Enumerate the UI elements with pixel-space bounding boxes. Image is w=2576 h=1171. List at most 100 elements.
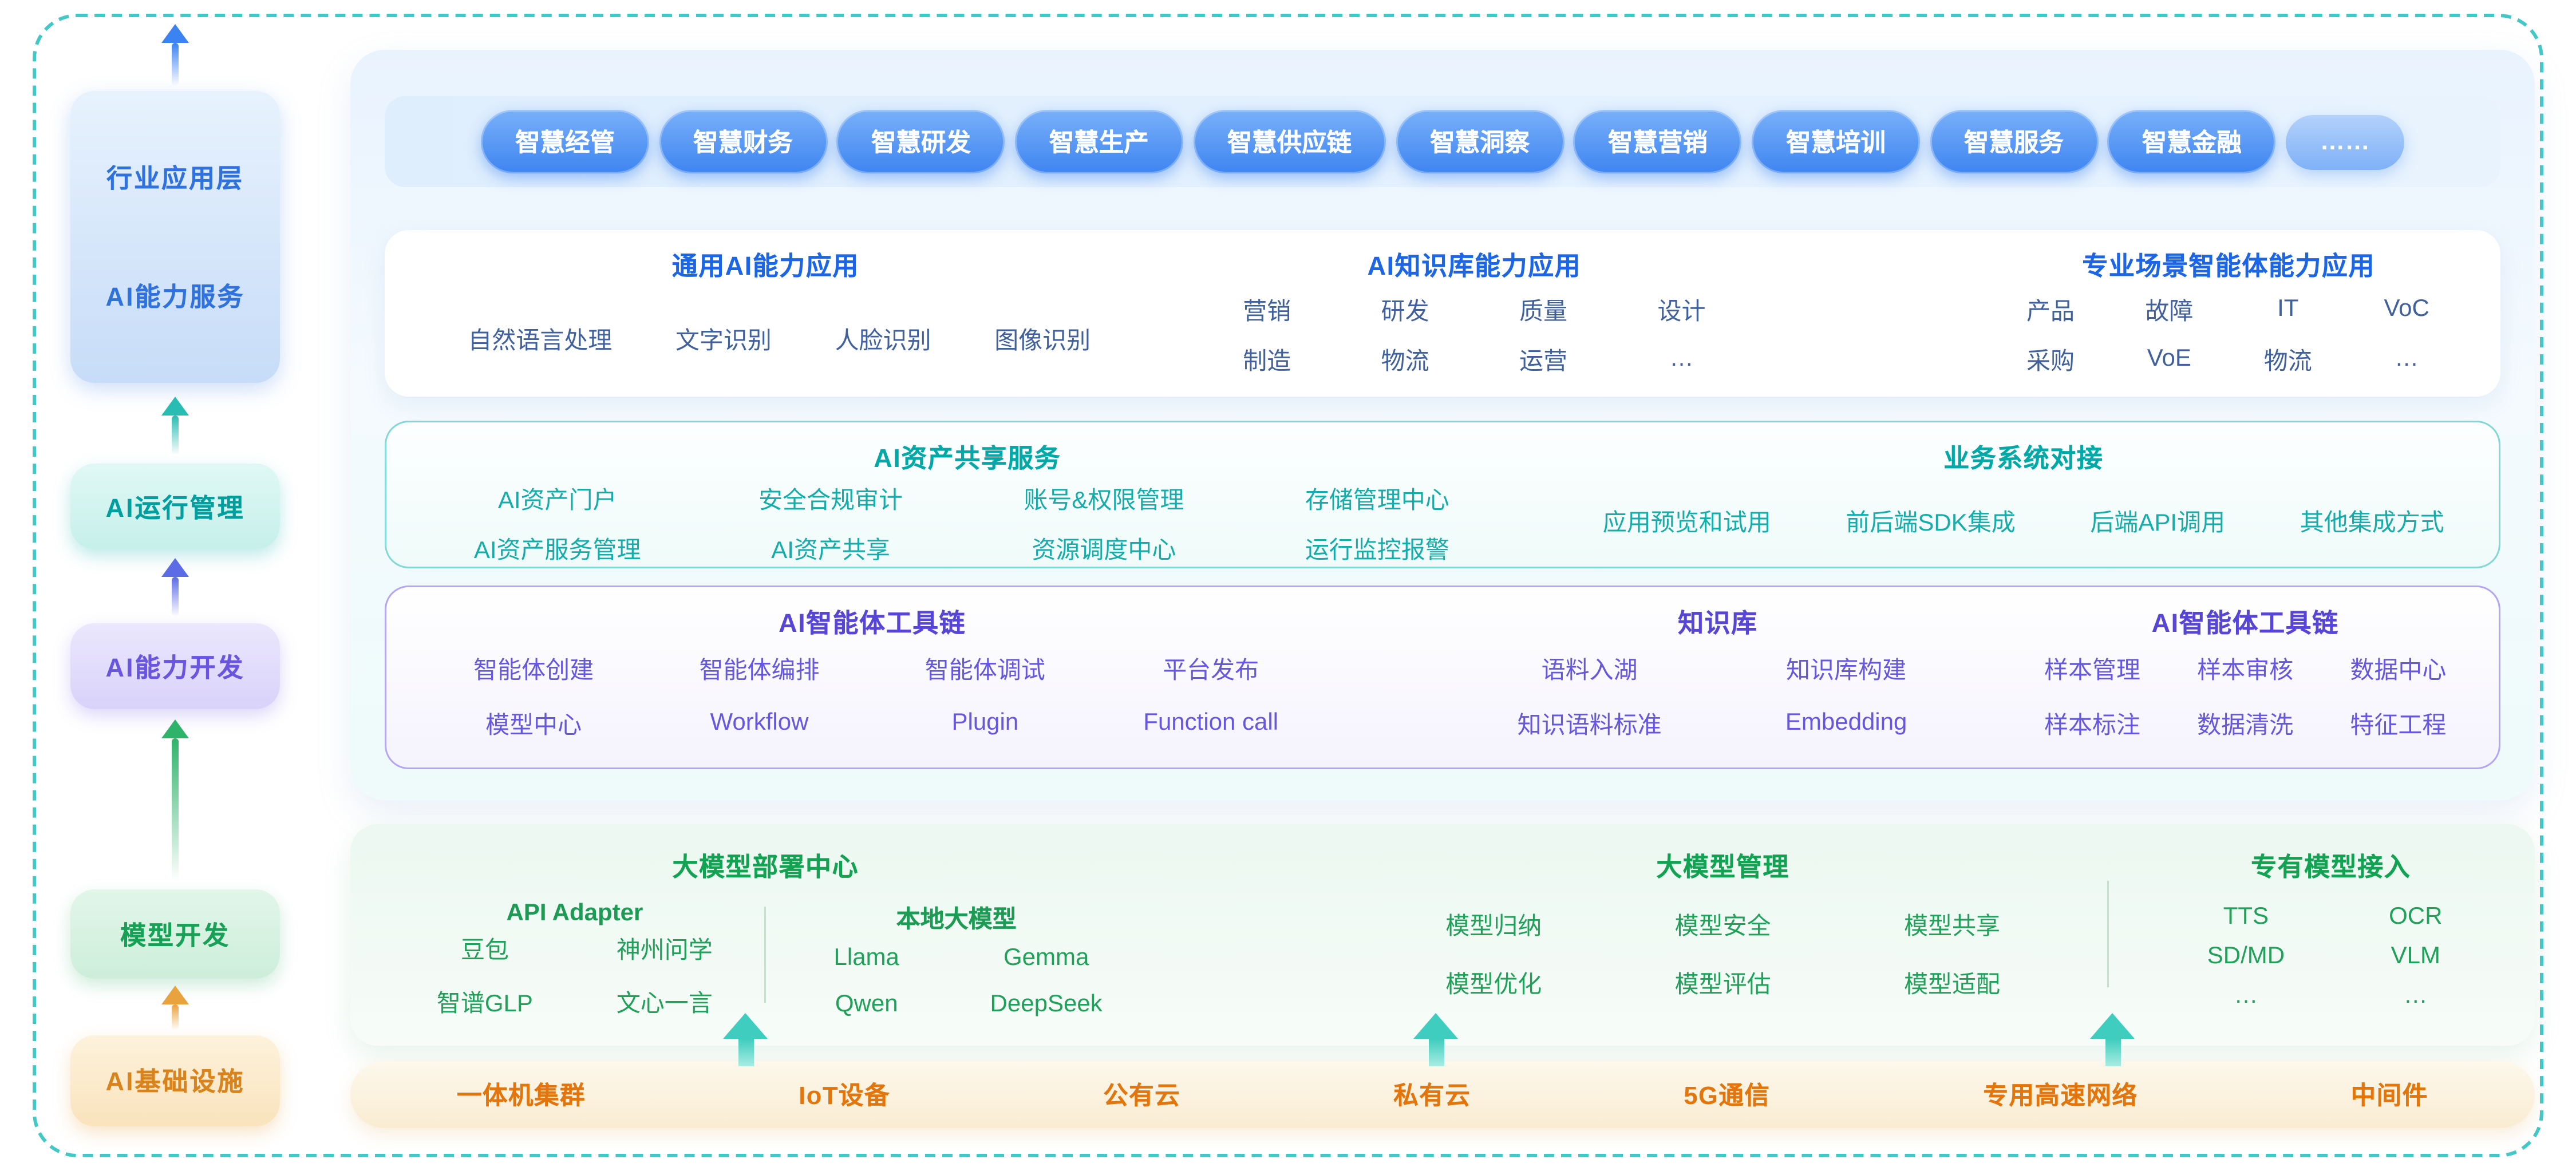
divider (2108, 880, 2110, 987)
diagram-item: 质量 (1519, 296, 1568, 324)
diagram-item: 特征工程 (2350, 711, 2447, 738)
group-agent-scenarios: 专业场景智能体能力应用 产品 故障 IT VoC 采购 VoE 物流 … (1802, 230, 2500, 397)
diagram-item: 样本标注 (2044, 711, 2140, 738)
group-system-integration: 业务系统对接 应用预览和试用 前后端SDK集成 后端API调用 其他集成方式 (1548, 422, 2499, 567)
diagram-item: 存储管理中心 (1305, 486, 1449, 513)
diagram-item: 平台发布 (1163, 656, 1259, 683)
group-title: 专业场景智能体能力应用 (2082, 252, 2375, 282)
diagram-item: 物流 (1381, 346, 1429, 374)
diagram-item: 产品 (2026, 296, 2075, 324)
group-sample-toolchain: AI智能体工具链 样本管理 样本审核 数据中心 样本标注 数据清洗 特征工程 (1992, 587, 2499, 768)
divider (764, 907, 767, 1003)
group-knowledge-ai: AI知识库能力应用 营销 研发 质量 设计 制造 物流 运营 … (1147, 230, 1803, 397)
diagram-item: 豆包 (460, 935, 509, 963)
up-arrow-icon (1413, 1013, 1458, 1066)
diagram-item: AI资产门户 (497, 486, 617, 513)
layer-ai-dev: AI能力开发 (70, 623, 280, 709)
diagram-item: 运行监控报警 (1305, 536, 1449, 563)
diagram-item: 智能体编排 (699, 656, 820, 683)
group-model-deploy: 大模型部署中心 API Adapter 豆包 神州问学 智谱GLP 文心一言 (385, 841, 1147, 1025)
industry-app-pill: 智慧经管 (481, 110, 649, 173)
diagram-item: 文字识别 (675, 326, 772, 354)
diagram-item: 模型共享 (1904, 912, 2001, 939)
diagram-item: … (2403, 980, 2428, 1008)
diagram-item: 模型归纳 (1445, 912, 1542, 939)
layer-ai-run: AI运行管理 (70, 464, 280, 549)
diagram-item: 知识库构建 (1786, 656, 1907, 683)
layer-label: AI基础设施 (105, 1068, 245, 1097)
group-title: AI智能体工具链 (779, 610, 966, 639)
diagram-item: 后端API调用 (2090, 507, 2226, 535)
diagram-item: 神州问学 (616, 935, 713, 963)
diagram-item: VLM (2391, 941, 2440, 968)
diagram-item: Function call (1143, 707, 1279, 735)
up-arrow-icon (158, 397, 192, 455)
up-arrow-icon (2090, 1013, 2135, 1066)
diagram-item: 运营 (1519, 346, 1568, 374)
up-arrow-icon (723, 1013, 768, 1066)
diagram-item: 模型安全 (1674, 912, 1771, 939)
infra-item: 5G通信 (1684, 1083, 1771, 1111)
diagram-item: DeepSeek (990, 988, 1103, 1016)
diagram-item: 智能体创建 (473, 656, 594, 683)
layer-label: 行业应用层 (106, 165, 244, 194)
diagram-item: 研发 (1381, 296, 1429, 324)
diagram-item: 图像识别 (994, 326, 1091, 354)
ai-capability-panel: 通用AI能力应用 自然语言处理 文字识别 人脸识别 图像识别 AI知识库能力应用… (385, 230, 2500, 397)
subgroup-title: 本地大模型 (896, 904, 1017, 932)
group-proprietary-models: 专有模型接入 TTS OCR SD/MD VLM … … (2109, 841, 2500, 1025)
diagram-item: 智能体调试 (924, 656, 1045, 683)
industry-app-pill: 智慧培训 (1751, 110, 1920, 173)
infrastructure-bar: 一体机集群 IoT设备 公有云 私有云 5G通信 专用高速网络 中间件 (350, 1061, 2535, 1128)
industry-app-pill: 智慧供应链 (1192, 110, 1386, 173)
diagram-item: AI资产服务管理 (473, 536, 641, 563)
diagram-item: 故障 (2145, 296, 2194, 324)
industry-app-pill: 智慧营销 (1574, 110, 1743, 173)
diagram-item: 知识语料标准 (1517, 711, 1662, 738)
group-model-management: 大模型管理 模型归纳 模型安全 模型共享 模型优化 模型评估 模型适配 (1379, 841, 2067, 1025)
diagram-item: TTS (2223, 901, 2269, 929)
diagram-item: 模型中心 (485, 711, 582, 738)
diagram-item: Embedding (1785, 707, 1907, 735)
group-asset-sharing: AI资产共享服务 AI资产门户 安全合规审计 账号&权限管理 存储管理中心 AI… (386, 422, 1548, 567)
layer-label: 模型开发 (120, 921, 230, 951)
industry-app-pill: 智慧服务 (1929, 110, 2098, 173)
diagram-item: Plugin (951, 707, 1019, 735)
infra-item: 私有云 (1393, 1083, 1471, 1111)
diagram-item: VoE (2147, 342, 2191, 370)
diagram-item: 采购 (2026, 346, 2075, 374)
ai-asset-panel: AI资产共享服务 AI资产门户 安全合规审计 账号&权限管理 存储管理中心 AI… (385, 421, 2500, 568)
up-arrow-icon (158, 986, 192, 1030)
layer-label: AI能力开发 (105, 653, 245, 683)
diagram-item: 设计 (1657, 296, 1706, 324)
diagram-item: 账号&权限管理 (1024, 486, 1184, 513)
diagram-item: OCR (2389, 901, 2443, 929)
diagram-item: … (1669, 342, 1694, 370)
infra-item: 一体机集群 (457, 1083, 586, 1111)
diagram-item: 文心一言 (616, 988, 713, 1016)
diagram-item: 数据中心 (2350, 656, 2447, 683)
infra-item: 中间件 (2350, 1083, 2428, 1111)
layer-industry-app: 行业应用层 AI能力服务 (70, 91, 280, 383)
diagram-item: 智谱GLP (436, 988, 533, 1016)
group-title: AI资产共享服务 (874, 445, 1061, 474)
diagram-item: SD/MD (2207, 941, 2285, 968)
group-general-ai: 通用AI能力应用 自然语言处理 文字识别 人脸识别 图像识别 (385, 230, 1147, 397)
diagram-item: Qwen (835, 988, 898, 1016)
industry-app-pill: 智慧研发 (836, 110, 1005, 173)
infra-item: 公有云 (1103, 1083, 1181, 1111)
diagram-item: 营销 (1243, 296, 1291, 324)
diagram-item: 应用预览和试用 (1602, 507, 1771, 535)
industry-app-pill: 智慧洞察 (1396, 110, 1564, 173)
group-title: 大模型部署中心 (672, 853, 859, 883)
diagram-item: Gemma (1003, 941, 1089, 970)
group-title: 大模型管理 (1656, 853, 1789, 883)
layer-model-dev: 模型开发 (70, 889, 280, 979)
group-title: 业务系统对接 (1943, 445, 2104, 474)
diagram-item: IT (2277, 292, 2299, 321)
up-arrow-icon (158, 558, 192, 616)
diagram-item: 数据清洗 (2197, 711, 2294, 738)
diagram-item: 前后端SDK集成 (1846, 507, 2016, 535)
group-title: 通用AI能力应用 (671, 252, 859, 282)
